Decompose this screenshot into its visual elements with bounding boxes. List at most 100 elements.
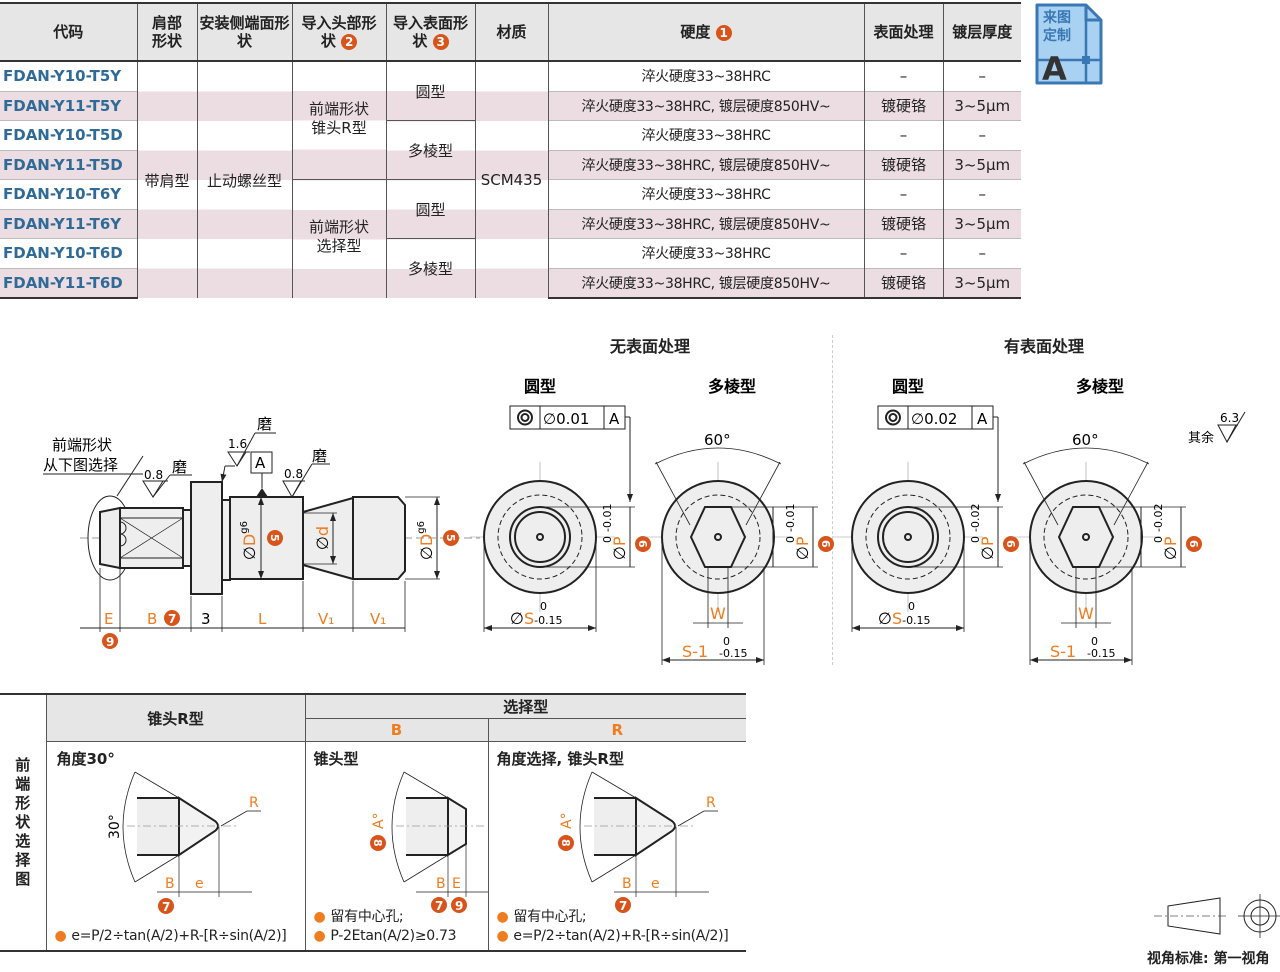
angle-60: 60° — [1072, 431, 1099, 449]
cell-code[interactable]: FDAN-Y10-T5D — [0, 120, 138, 150]
header-thickness: 镀层厚度 — [942, 2, 1021, 62]
section-divider — [832, 335, 833, 665]
svg-text:5: 5 — [444, 534, 457, 542]
sub-header-R: R — [487, 717, 746, 742]
panel-bullet: ●留有中心孔; — [313, 909, 404, 925]
roughness-value: 0.8 — [144, 468, 163, 482]
cell-code[interactable]: FDAN-Y10-T5Y — [0, 61, 138, 91]
tol-upper: 0 — [540, 600, 547, 613]
svg-text:A°: A° — [559, 812, 575, 829]
badge-1: 1 — [715, 24, 732, 41]
header-guide-head: 导入头部形状 2 — [291, 2, 387, 62]
dim-V1: V₁ — [318, 610, 334, 628]
tolerance-value: ∅0.01 — [543, 410, 589, 428]
header-surface: 表面处理 — [863, 2, 944, 62]
cell-guide-surface: 多棱型 — [385, 238, 476, 298]
cell-thickness: – — [942, 61, 1021, 91]
cell-hardness: 淬火硬度33~38HRC, 镀层硬度850HV~ — [547, 208, 865, 239]
hexagon — [1057, 506, 1115, 568]
dim-3: 3 — [201, 610, 211, 628]
badge-6 — [1003, 536, 1019, 552]
dim-V1: V₁ — [370, 610, 386, 628]
datum-label: A — [255, 454, 266, 472]
tol-lower: -0.02 — [969, 504, 982, 532]
svg-text:6: 6 — [636, 540, 649, 548]
front-shape-note: 从下图选择 — [43, 456, 118, 474]
dim-d: ∅d — [313, 526, 332, 550]
panel-title: 锥头型 — [313, 750, 359, 768]
svg-text:5: 5 — [268, 534, 281, 542]
cell-shoulder: 带肩型 — [136, 61, 198, 298]
cell-surface: 镀硬铬 — [863, 90, 944, 121]
tol-S: -0.15 — [1087, 647, 1115, 660]
svg-text:e: e — [651, 876, 660, 892]
dim-P: ∅P — [793, 536, 812, 560]
cell-hardness: 淬火硬度33~38HRC — [547, 120, 865, 150]
dim-S: ∅S-0.15 — [510, 609, 563, 628]
svg-text:B: B — [436, 876, 446, 892]
rest-roughness-label: 其余 — [1188, 430, 1214, 446]
cell-hardness: 淬火硬度33~38HRC — [547, 179, 865, 209]
cell-guide-head: 前端形状选择型 — [291, 179, 387, 298]
badge-3: 3 — [432, 33, 449, 50]
tol-upper: 0 — [1152, 536, 1165, 543]
end-views-untreated: 圆型 多棱型 ∅0.01 A ∅P -0.01 0 6 — [470, 377, 834, 665]
dim-W: W — [1078, 604, 1094, 623]
grind-label: 磨 — [257, 415, 272, 433]
cell-code[interactable]: FDAN-Y10-T6D — [0, 238, 138, 268]
dim-S-minus: S-1 — [1050, 642, 1076, 661]
cell-thickness: – — [942, 179, 1021, 209]
header-hardness: 硬度 1 — [547, 2, 865, 62]
cell-code[interactable]: FDAN-Y11-T5D — [0, 149, 138, 180]
spec-table: 代码 肩部形状 安装侧端面形状 导入头部形状 2 导入表面形状 3 材质 硬度 … — [0, 2, 1021, 299]
side-view-drawing: 0.8 磨 1.6 磨 A 0.8 磨 前端形状 从下图选择 ∅Dg6 5 ∅d… — [43, 415, 480, 649]
cell-code[interactable]: FDAN-Y11-T6Y — [0, 208, 138, 239]
cell-code[interactable]: FDAN-Y11-T6D — [0, 267, 138, 299]
svg-text:R: R — [249, 795, 259, 811]
tol-upper: 0 — [784, 536, 797, 543]
treated-title: 有表面处理 — [1004, 337, 1085, 356]
cell-guide-head: 前端形状锥头R型 — [291, 61, 387, 180]
col1-header: 锥头R型 — [45, 693, 306, 742]
svg-text:E: E — [452, 876, 461, 892]
svg-text:9: 9 — [455, 899, 463, 913]
tol-upper: 0 — [969, 536, 982, 543]
angle-60: 60° — [704, 431, 731, 449]
cell-code[interactable]: FDAN-Y10-T6Y — [0, 179, 138, 209]
dim-B: B — [147, 610, 157, 628]
round-outer — [483, 480, 597, 594]
header-shoulder: 肩部形状 — [136, 2, 198, 62]
concentricity-icon — [885, 409, 901, 426]
spec-table-header: 代码 肩部形状 安装侧端面形状 导入头部形状 2 导入表面形状 3 材质 硬度 … — [0, 2, 1021, 62]
dim-P: ∅P — [978, 536, 997, 560]
dim-D: ∅Dg6 — [416, 521, 436, 560]
svg-text:B: B — [622, 876, 632, 892]
cell-surface: 镀硬铬 — [863, 267, 944, 299]
svg-text:8: 8 — [371, 839, 384, 847]
panel-angle-cone-r: 角度选择, 锥头R型 8 A° R B e — [487, 741, 746, 952]
svg-text:R: R — [706, 795, 716, 811]
tol-upper: 0 — [601, 536, 614, 543]
tol-upper: 0 — [723, 635, 730, 648]
poly-label: 多棱型 — [708, 377, 756, 396]
cell-surface: – — [863, 179, 944, 209]
dim-S-minus: S-1 — [682, 642, 708, 661]
cell-surface: 镀硬铬 — [863, 208, 944, 239]
tol-lower: -0.02 — [1152, 504, 1165, 532]
panel-bullet: ●P-2Etan(A/2)≥0.73 — [313, 928, 457, 944]
tol-upper: 0 — [1091, 635, 1098, 648]
rest-roughness-value: 6.3 — [1220, 411, 1239, 425]
cell-code[interactable]: FDAN-Y11-T5Y — [0, 90, 138, 121]
svg-text:7: 7 — [162, 900, 170, 914]
dim-L: L — [258, 610, 267, 628]
round-label: 圆型 — [524, 377, 556, 396]
svg-text:B: B — [165, 876, 175, 892]
cell-mount-end: 止动螺丝型 — [196, 61, 293, 298]
panel-cone-r: 角度30° 30° R B e 7 — [45, 741, 306, 952]
datum-label: A — [609, 410, 620, 428]
tol-S: -0.15 — [719, 647, 747, 660]
roughness-value: 1.6 — [228, 437, 247, 451]
cell-hardness: 淬火硬度33~38HRC — [547, 238, 865, 268]
